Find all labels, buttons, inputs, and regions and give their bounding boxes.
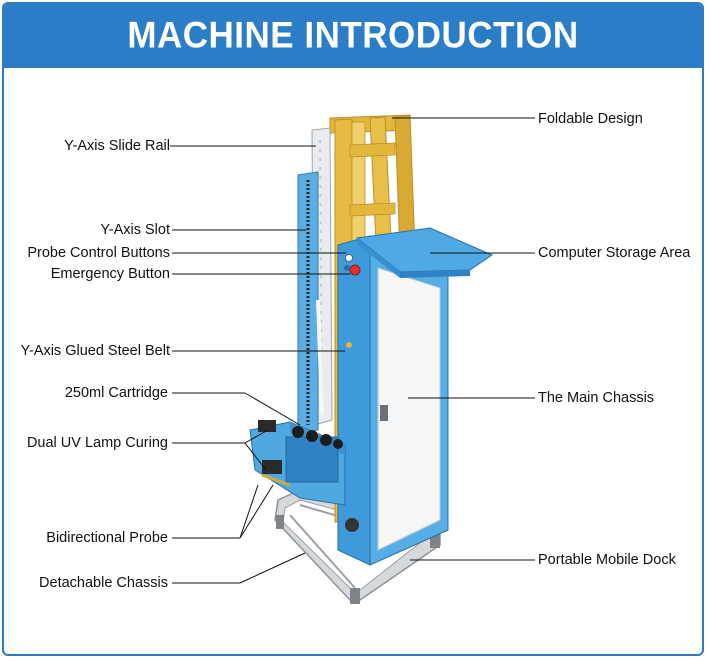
- label-probe-control-buttons: Probe Control Buttons: [27, 245, 170, 261]
- label-the-main-chassis: The Main Chassis: [538, 390, 655, 406]
- print-carriage: [249, 420, 346, 506]
- computer-tray: [355, 227, 494, 278]
- page-title: MACHINE INTRODUCTION: [127, 15, 579, 56]
- outer-frame: [2, 2, 704, 656]
- y-axis-slot-column: [297, 171, 319, 434]
- main-chassis-body: [337, 235, 449, 566]
- title-banner: MACHINE INTRODUCTION: [4, 4, 702, 68]
- label-detachable-chassis: Detachable Chassis: [39, 575, 168, 591]
- label-computer-storage-area: Computer Storage Area: [538, 245, 691, 261]
- label-y-axis-slide-rail: Y-Axis Slide Rail: [64, 138, 170, 154]
- label-250ml-cartridge: 250ml Cartridge: [64, 385, 168, 401]
- label-dual-uv-lamp-curing: Dual UV Lamp Curing: [26, 435, 168, 451]
- label-y-axis-glued-steel-belt: Y-Axis Glued Steel Belt: [20, 343, 170, 359]
- label-y-axis-slot: Y-Axis Slot: [100, 222, 170, 238]
- label-portable-mobile-dock: Portable Mobile Dock: [538, 552, 676, 568]
- leader-lines: [170, 117, 535, 584]
- steel-belt: [316, 299, 359, 532]
- label-emergency-button: Emergency Button: [50, 266, 170, 282]
- label-foldable-design: Foldable Design: [538, 111, 643, 127]
- label-bidirectional-probe: Bidirectional Probe: [46, 530, 168, 546]
